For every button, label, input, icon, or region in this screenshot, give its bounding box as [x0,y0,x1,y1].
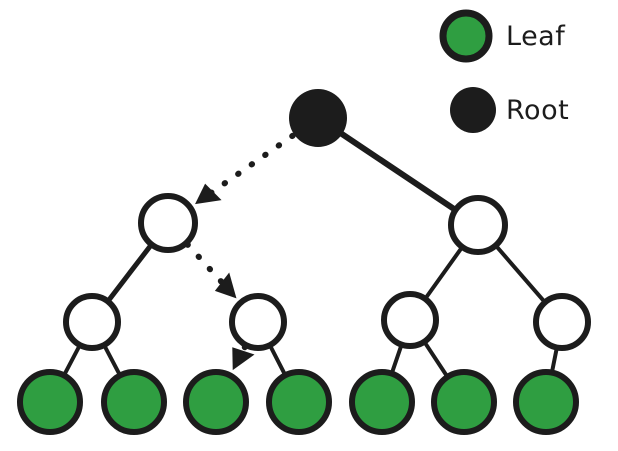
node-circle[interactable] [448,195,508,255]
legend-swatch-root-icon [450,87,496,133]
tree-edge [389,340,405,378]
node-circle[interactable] [513,369,579,435]
traversal-arrowhead-icon [195,183,222,205]
tree-node-internal[interactable] [63,293,121,351]
tree-edge [337,130,461,215]
legend-label-leaf: Leaf [506,21,566,52]
tree-node-leaf[interactable] [513,369,579,435]
tree-node-internal[interactable] [229,293,287,351]
tree-edge [101,341,123,380]
node-circle[interactable] [533,293,591,351]
node-circle[interactable] [101,369,167,435]
tree-node-internal[interactable] [448,195,508,255]
tree-node-leaf[interactable] [266,369,332,435]
node-circle[interactable] [17,369,83,435]
traversal-arrow-line [234,343,248,365]
legend-item-root: Root [450,87,569,133]
tree-edge [421,338,451,381]
tree-node-internal[interactable] [138,193,198,253]
node-circle[interactable] [63,293,121,351]
tree-edge [104,240,156,306]
legend-item-leaf: Leaf [439,9,566,63]
tree-node-internal[interactable] [381,291,439,349]
nodes-layer [17,89,591,435]
legend-swatch-leaf-icon [439,9,493,63]
tree-node-leaf[interactable] [183,369,249,435]
traversal-arrowhead-icon [214,272,237,299]
tree-node-leaf[interactable] [431,369,497,435]
node-circle[interactable] [266,369,332,435]
tree-node-leaf[interactable] [101,369,167,435]
edges-layer [61,130,560,381]
tree-node-root[interactable] [289,89,347,147]
traversal-arrow-line [200,132,296,202]
traversal-path-layer [184,132,296,371]
node-circle[interactable] [138,193,198,253]
tree-node-leaf[interactable] [17,369,83,435]
tree-edge [61,341,83,380]
node-circle[interactable] [289,89,347,147]
legend-label-root: Root [506,95,569,126]
tree-edge [421,243,466,303]
node-circle[interactable] [381,291,439,349]
traversal-arrowhead-icon [232,347,255,371]
tree-node-internal[interactable] [533,293,591,351]
node-circle[interactable] [183,369,249,435]
node-circle[interactable] [349,369,415,435]
tree-node-leaf[interactable] [349,369,415,435]
node-circle[interactable] [431,369,497,435]
node-circle[interactable] [229,293,287,351]
tree-edge [492,241,549,306]
tree-edge [266,341,289,380]
